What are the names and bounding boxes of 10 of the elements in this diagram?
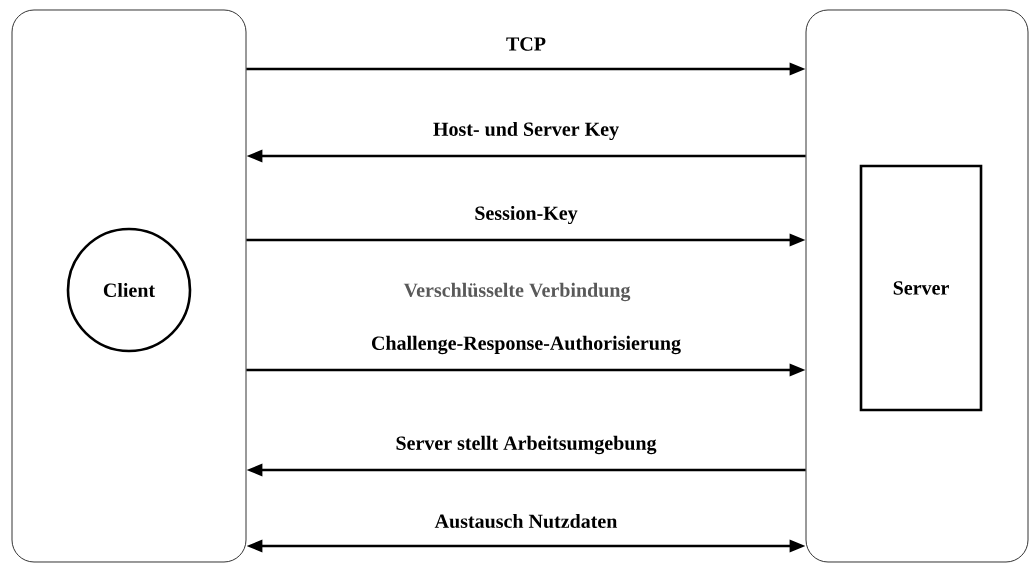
server-box: Server bbox=[859, 164, 983, 412]
edge-label: Challenge-Response-Authorisierung bbox=[370, 334, 682, 356]
edge-label: Session-Key bbox=[473, 204, 579, 226]
edge-label: Austausch Nutzdaten bbox=[433, 512, 619, 530]
lane-box bbox=[11, 9, 247, 563]
edge-label: TCP bbox=[505, 36, 547, 52]
edge-label: Server stellt Arbeitsumgebung bbox=[394, 434, 658, 456]
lane-box bbox=[805, 9, 1029, 563]
note-text: Verschlüsselte Verbindung bbox=[403, 282, 631, 302]
edge-label: Host- und Server Key bbox=[431, 120, 621, 142]
